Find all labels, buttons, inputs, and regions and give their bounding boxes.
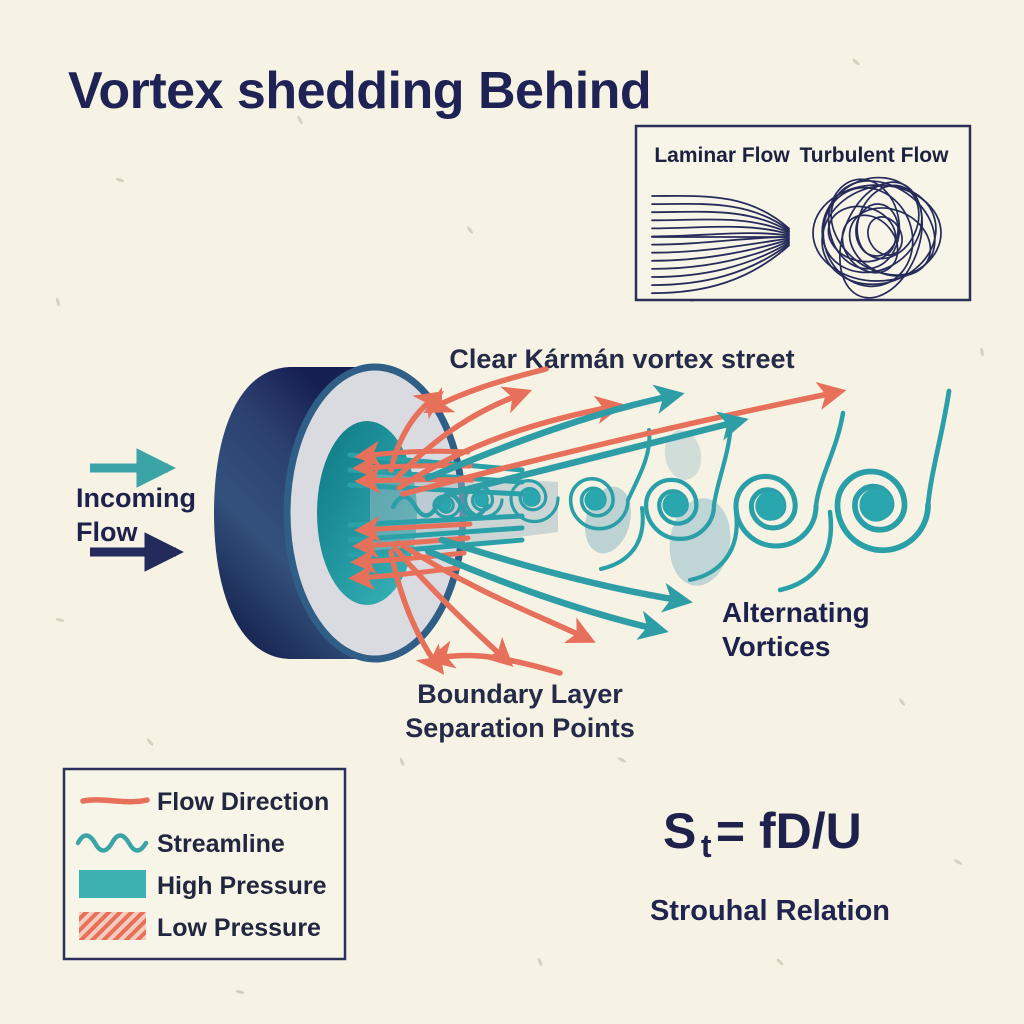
boundary-label-line2: Separation Points: [405, 713, 635, 743]
turbulent-loop: [827, 178, 901, 270]
formula-base: S: [663, 803, 696, 859]
speckle: [954, 859, 962, 865]
laminar-line: [651, 194, 790, 230]
alternating-vortices-label: Alternating Vortices: [722, 597, 870, 662]
speckle: [980, 347, 984, 357]
laminar-turbulent-inset: Laminar Flow Turbulent Flow: [634, 124, 972, 302]
incoming-flow-group: Incoming Flow: [76, 448, 196, 572]
turbulent-loop: [827, 205, 897, 263]
vortex-core: [440, 500, 450, 510]
turbulent-loop: [855, 203, 899, 257]
laminar-line: [651, 202, 790, 231]
speckle: [776, 958, 784, 966]
speckle: [235, 990, 245, 994]
incoming-flow-label-line2: Flow: [76, 517, 138, 547]
turbulent-tangle-icon: [812, 176, 942, 299]
page-title: Vortex shedding Behind: [68, 62, 651, 120]
laminar-streamlines-icon: [651, 194, 790, 295]
laminar-line: [651, 240, 790, 270]
laminar-line: [651, 225, 790, 236]
speckle: [55, 618, 65, 622]
vortex-arm: [599, 506, 645, 571]
vortex-tail: [925, 388, 952, 508]
laminar-line: [651, 237, 790, 254]
alternating-label-line1: Alternating: [722, 597, 870, 628]
formula-rest: = fD/U: [716, 803, 862, 859]
laminar-line: [651, 241, 790, 278]
high-pressure-swatch-icon: [79, 870, 146, 898]
turbulent-loop: [841, 214, 899, 274]
vortex-spirals: [432, 468, 931, 554]
legend-low-pressure-label: Low Pressure: [157, 914, 321, 942]
legend: Flow Direction Streamline High Pressure …: [62, 767, 347, 961]
speckle: [297, 116, 303, 124]
vortex-street: [390, 388, 952, 593]
vortex-tail: [813, 410, 846, 509]
speckle: [617, 757, 627, 763]
vortex-tail: [626, 428, 652, 502]
laminar-flow-label: Laminar Flow: [654, 144, 790, 167]
turbulent-loop: [812, 184, 942, 282]
legend-streamline-label: Streamline: [157, 830, 285, 858]
vortex-arm: [777, 509, 834, 593]
legend-flow-direction-label: Flow Direction: [157, 788, 329, 816]
boundary-label-line1: Boundary Layer: [417, 679, 623, 709]
streamline-swatch-icon: [75, 833, 149, 853]
turbulent-loop: [821, 184, 937, 286]
speckle: [56, 297, 60, 307]
speckle: [399, 757, 405, 767]
formula-caption: Strouhal Relation: [650, 895, 890, 927]
speckle: [537, 957, 543, 967]
vortex-arm: [687, 509, 739, 583]
legend-high-pressure-label: High Pressure: [157, 872, 327, 900]
incoming-flow-label-line1: Incoming: [76, 483, 196, 513]
turbulent-flow-label: Turbulent Flow: [800, 144, 950, 167]
speckle: [146, 738, 154, 746]
vortex-core: [474, 493, 488, 507]
laminar-line: [651, 210, 790, 233]
laminar-line: [651, 218, 790, 234]
turbulent-loop: [848, 207, 932, 277]
turbulent-loop: [867, 216, 903, 256]
karman-street-label: Clear Kármán vortex street: [449, 344, 794, 374]
speckle: [467, 226, 473, 234]
vortex-core: [522, 489, 540, 507]
vortex-core: [584, 489, 606, 511]
teal-streamline-arrows: [424, 384, 749, 640]
speckle: [115, 177, 125, 183]
turbulent-loop: [821, 176, 923, 274]
speckle: [515, 90, 525, 94]
vortex-core: [662, 492, 688, 518]
laminar-line: [651, 238, 790, 262]
low-pressure-swatch-icon: [79, 912, 146, 940]
laminar-line: [651, 243, 790, 286]
alternating-label-line2: Vortices: [722, 631, 830, 662]
boundary-layer-label: Boundary Layer Separation Points: [405, 679, 635, 743]
speckle: [899, 698, 905, 706]
formula-subscript: t: [701, 828, 712, 864]
vortex-core: [755, 491, 785, 521]
vortex-core: [859, 488, 893, 522]
flow-direction-swatch-icon: [80, 797, 150, 805]
speckle: [852, 58, 860, 66]
strouhal-formula: S t = fD/U Strouhal Relation: [650, 803, 890, 927]
laminar-line: [651, 244, 790, 295]
street-wave: [390, 492, 490, 519]
formula-text: S t = fD/U: [663, 803, 862, 864]
